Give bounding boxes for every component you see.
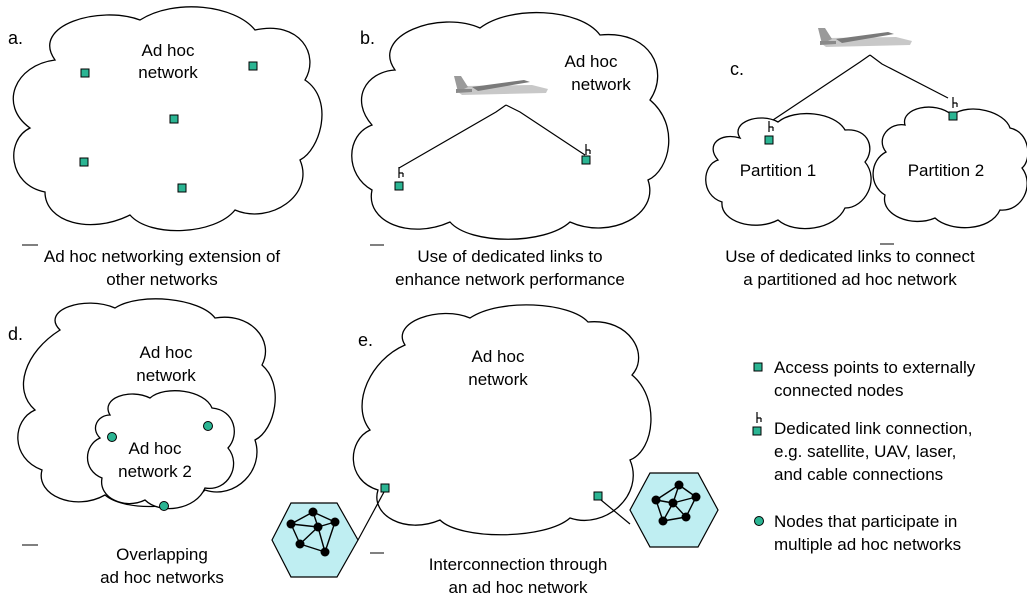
legend-multi-node-text-2: multiple ad hoc networks xyxy=(774,535,961,554)
dedicated-link xyxy=(505,104,586,156)
multi-network-node xyxy=(203,421,213,431)
legend-dedicated-text-3: and cable connections xyxy=(774,465,943,484)
legend-access-point-text-1: Access points to externally xyxy=(774,358,976,377)
partition-1-label: Partition 1 xyxy=(740,161,817,180)
access-point-node xyxy=(79,157,89,167)
partition-2-cloud xyxy=(872,106,1027,229)
access-point-node xyxy=(169,114,179,124)
panel-d-outer-label-1: Ad hoc xyxy=(140,343,193,362)
legend: Access points to externally connected no… xyxy=(752,358,976,554)
panel-e-caption-2: an ad hoc network xyxy=(449,578,588,597)
legend-dedicated-link-swatch xyxy=(752,426,762,436)
panel-d-letter: d. xyxy=(8,324,23,344)
hexagon-mesh-icon xyxy=(629,472,719,548)
access-point-node xyxy=(248,61,258,71)
panel-d-caption-1: Overlapping xyxy=(116,545,208,564)
antenna-icon xyxy=(952,96,958,109)
panel-e-cloud xyxy=(352,304,652,536)
panel-b-cloud-label-2: network xyxy=(571,75,631,94)
panel-e: e. Ad hoc network xyxy=(271,304,719,597)
multi-network-node xyxy=(107,432,117,442)
access-point-node xyxy=(394,181,404,191)
panel-a-cloud xyxy=(12,6,323,232)
legend-access-point-swatch xyxy=(753,362,763,372)
panel-d-outer-label-2: network xyxy=(136,366,196,385)
partition-2-label: Partition 2 xyxy=(908,161,985,180)
panel-d: d. Ad hoc network Ad hoc network 2 Overl… xyxy=(8,298,276,587)
uav-icon xyxy=(818,28,913,53)
panel-c-caption-2: a partitioned ad hoc network xyxy=(743,270,957,289)
panel-a-caption-2: other networks xyxy=(106,270,218,289)
panel-e-cloud-label-1: Ad hoc xyxy=(472,347,525,366)
dedicated-link xyxy=(869,54,949,99)
panel-d-caption-2: ad hoc networks xyxy=(100,568,224,587)
legend-access-point-text-2: connected nodes xyxy=(774,381,904,400)
panel-a: a. Ad hoc network Ad hoc networking exte… xyxy=(8,6,323,289)
dedicated-link xyxy=(769,54,871,123)
access-point-node xyxy=(380,483,390,493)
panel-e-letter: e. xyxy=(358,330,373,350)
panel-d-inner-label-2: network 2 xyxy=(118,462,192,481)
access-point-node xyxy=(948,111,958,121)
panel-a-cloud-label-1: Ad hoc xyxy=(142,41,195,60)
panel-b-caption-2: enhance network performance xyxy=(395,270,625,289)
panel-d-inner-label-1: Ad hoc xyxy=(129,439,182,458)
panel-a-caption-1: Ad hoc networking extension of xyxy=(44,247,281,266)
panel-d-inner-cloud xyxy=(87,390,235,510)
panel-c: c. Partition 1 Partition 2 Use of dedica… xyxy=(705,28,1027,289)
legend-dedicated-text-1: Dedicated link connection, xyxy=(774,419,972,438)
panel-b-cloud-label-1: Ad hoc xyxy=(565,52,618,71)
panel-b-letter: b. xyxy=(360,28,375,48)
legend-multi-node-swatch xyxy=(754,516,764,526)
legend-multi-node-text-1: Nodes that participate in xyxy=(774,512,957,531)
external-link xyxy=(357,491,385,541)
hexagon-mesh-icon xyxy=(271,502,359,578)
panel-b: b. Ad hoc network Use of dedicated links… xyxy=(351,11,670,289)
access-point-node xyxy=(764,135,774,145)
panel-b-cloud xyxy=(351,11,670,240)
panel-a-cloud-label-2: network xyxy=(138,63,198,82)
panel-c-letter: c. xyxy=(730,59,744,79)
access-point-node xyxy=(80,68,90,78)
antenna-icon xyxy=(756,411,762,424)
dedicated-link xyxy=(398,104,507,169)
access-point-node xyxy=(593,491,603,501)
panel-e-caption-1: Interconnection through xyxy=(429,555,608,574)
partition-1-cloud xyxy=(705,112,872,230)
access-point-node xyxy=(581,155,591,165)
access-point-node xyxy=(177,183,187,193)
panel-a-letter: a. xyxy=(8,28,23,48)
panel-e-cloud-label-2: network xyxy=(468,370,528,389)
multi-network-node xyxy=(159,501,169,511)
panel-c-caption-1: Use of dedicated links to connect xyxy=(725,247,975,266)
external-link xyxy=(600,499,631,525)
panel-b-caption-1: Use of dedicated links to xyxy=(417,247,602,266)
legend-dedicated-text-2: e.g. satellite, UAV, laser, xyxy=(774,442,956,461)
